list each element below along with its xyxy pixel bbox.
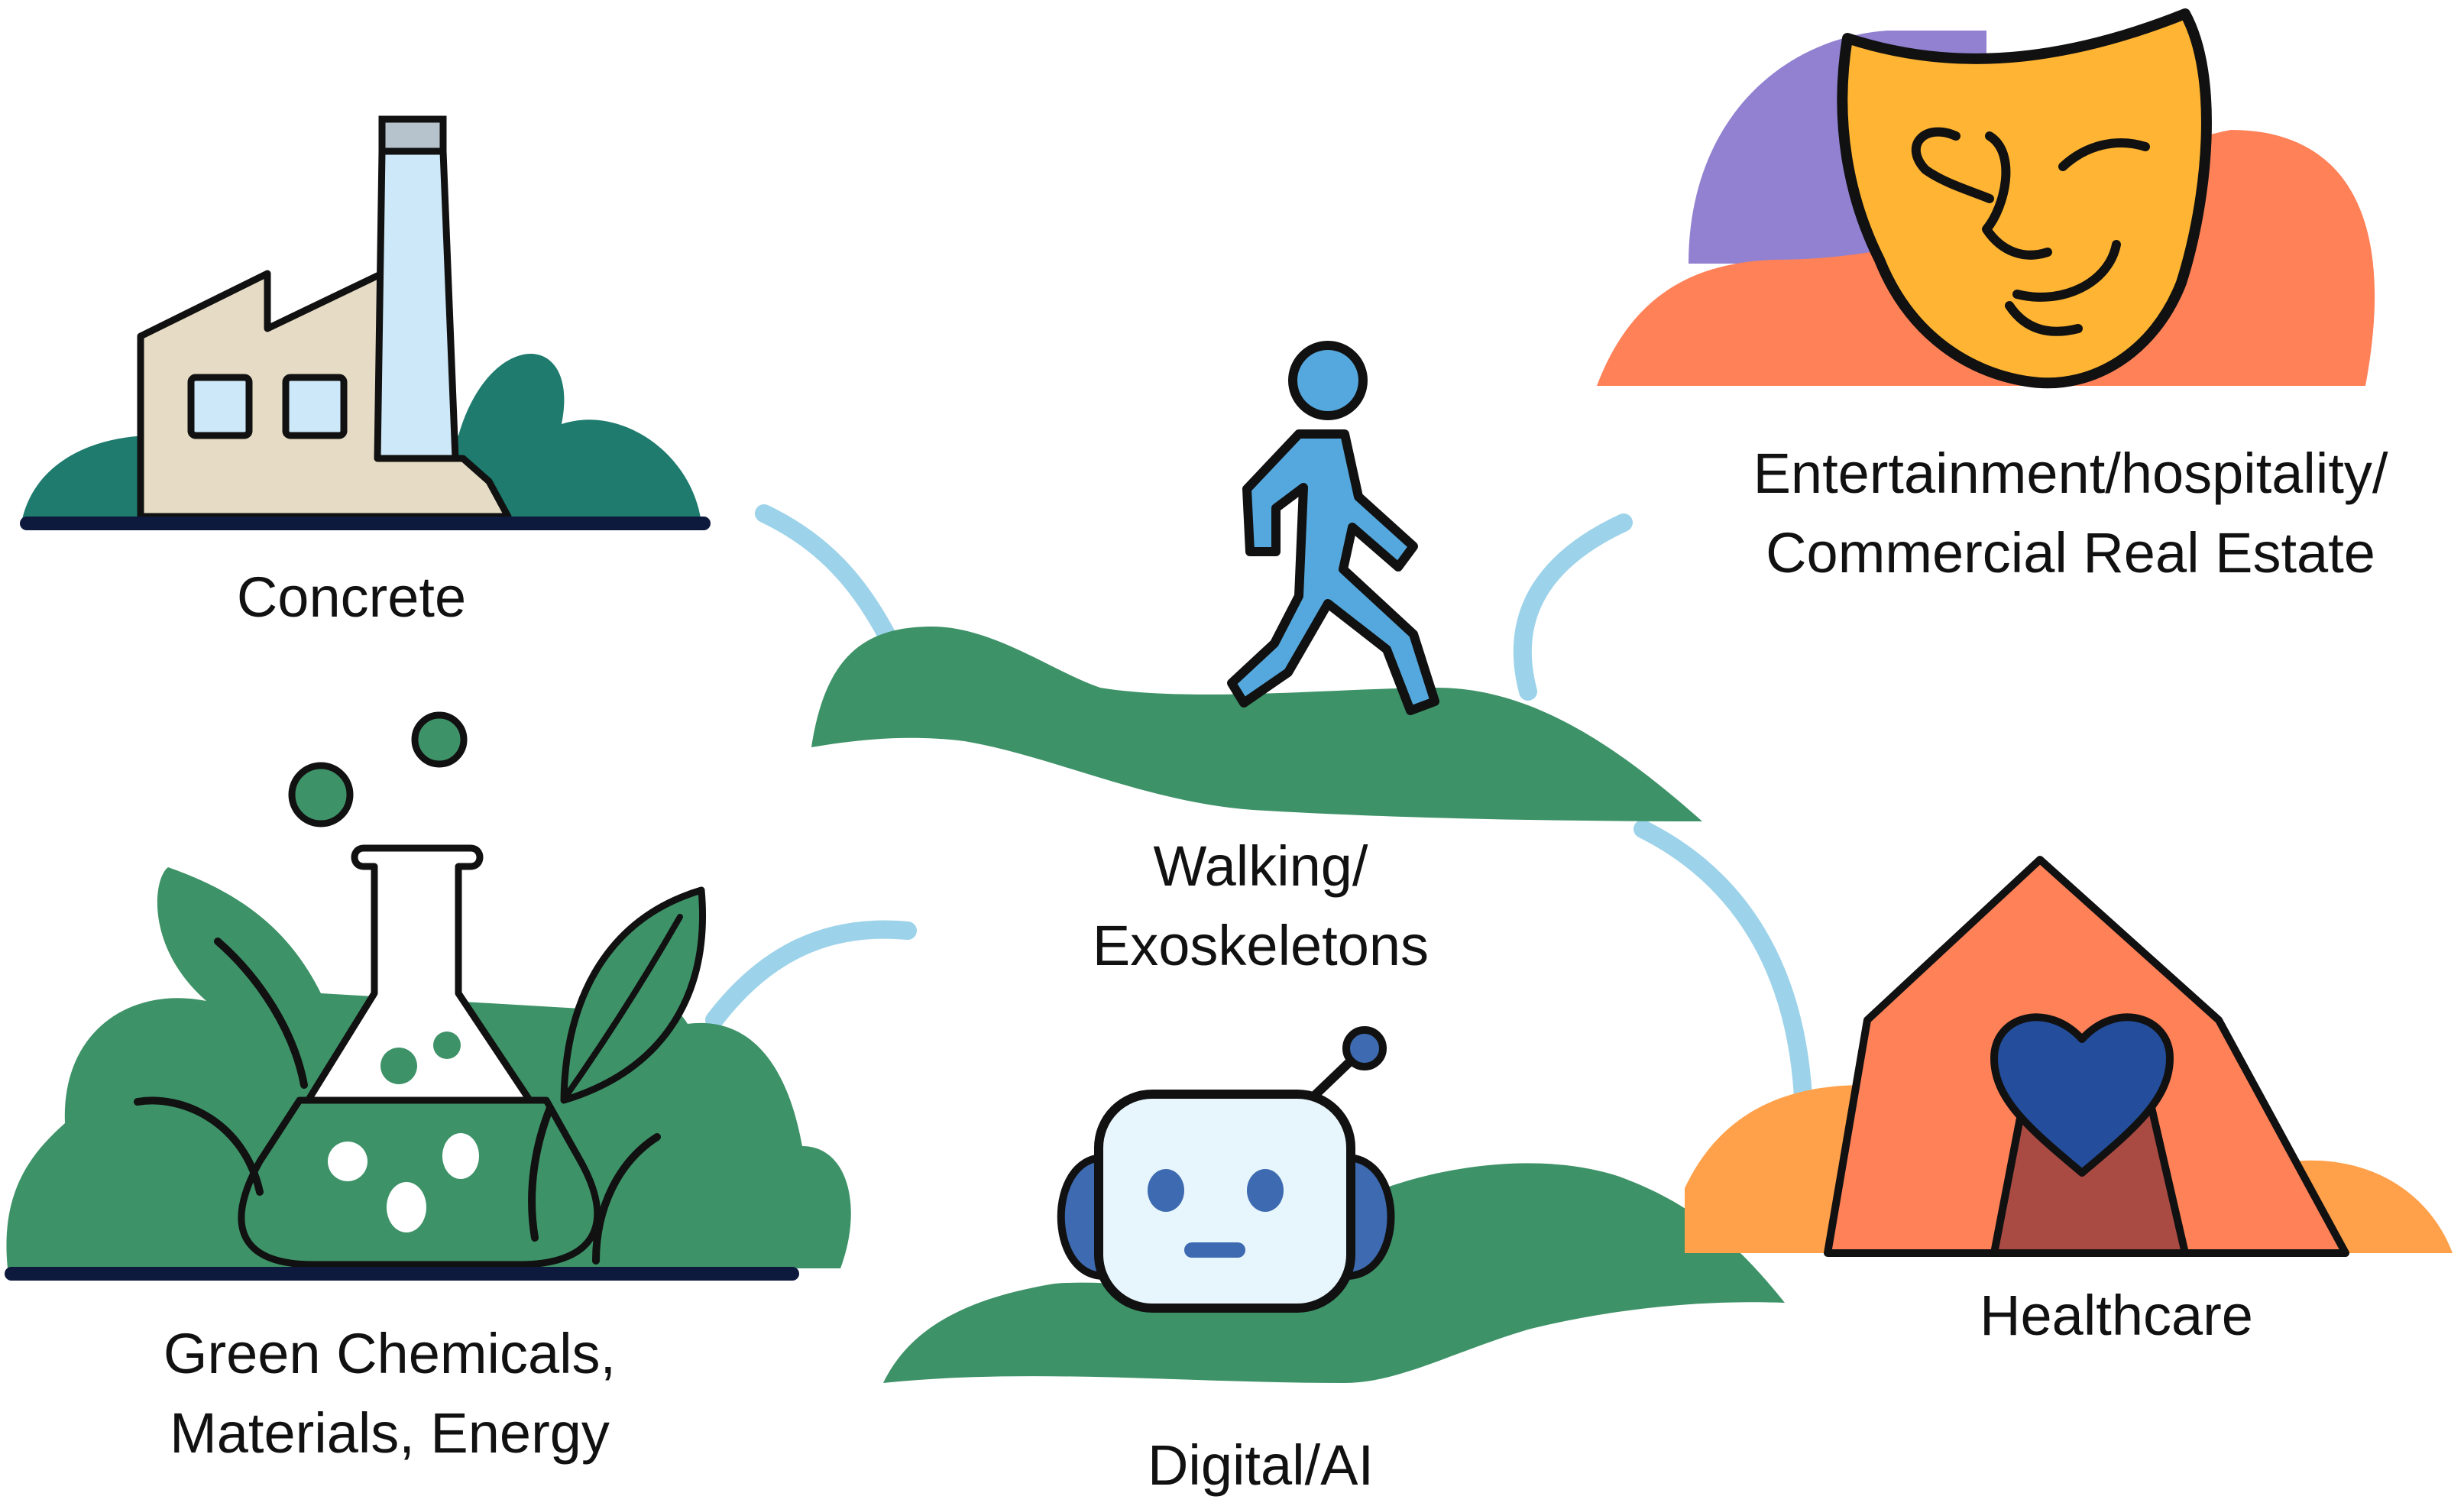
concrete-ground-line xyxy=(20,517,711,530)
label-healthcare-line-1: Healthcare xyxy=(1980,1284,2253,1347)
label-walking: Walking/ Exoskeletons xyxy=(1031,827,1490,986)
label-digital-line-1: Digital/AI xyxy=(1147,1433,1374,1497)
flask-dot-2 xyxy=(433,1032,461,1059)
label-green-chemicals-line-1: Green Chemicals, xyxy=(163,1322,617,1385)
walking-hill xyxy=(811,627,1702,821)
factory-chimney-cap xyxy=(378,115,447,155)
robot-icon xyxy=(883,1026,1785,1383)
connector-concrete-walking xyxy=(755,504,895,643)
mask-face xyxy=(1837,8,2212,389)
label-green-chemicals-line-2: Materials, Energy xyxy=(170,1401,610,1465)
label-entertainment: Entertainment/hospitality/ Commercial Re… xyxy=(1677,434,2464,593)
label-entertainment-line-1: Entertainment/hospitality/ xyxy=(1753,442,2388,505)
tent-heart-icon xyxy=(1685,856,2453,1257)
connector-chem-digital xyxy=(705,920,917,1029)
factory-window-right xyxy=(282,374,348,439)
health-orange-blob xyxy=(1685,1085,1864,1253)
label-entertainment-line-2: Commercial Real Estate xyxy=(1766,521,2375,585)
bubble-right xyxy=(411,711,468,768)
label-concrete: Concrete xyxy=(145,558,558,637)
walking-person-icon xyxy=(811,341,1702,821)
factory-chimney xyxy=(374,147,459,462)
label-walking-line-2: Exoskeletons xyxy=(1092,914,1430,977)
mask-features xyxy=(1911,127,2150,336)
connector-lines xyxy=(705,504,1812,1106)
robot-head xyxy=(1094,1090,1355,1313)
label-healthcare: Healthcare xyxy=(1902,1276,2330,1355)
heart xyxy=(1990,1013,2174,1177)
label-concrete-line-1: Concrete xyxy=(236,565,467,629)
flask-bubble-2 xyxy=(442,1133,479,1179)
flask-bubble-1 xyxy=(328,1142,367,1181)
factory-icon xyxy=(20,115,711,530)
flask-leaf-icon xyxy=(5,711,851,1281)
leaf-right-vein xyxy=(565,914,683,1096)
walker-head xyxy=(1288,341,1368,420)
chem-ground-line xyxy=(5,1267,799,1281)
robot-ear-left xyxy=(1057,1153,1108,1281)
label-digital: Digital/AI xyxy=(1054,1426,1467,1505)
label-walking-line-1: Walking/ xyxy=(1153,834,1368,898)
walker-body xyxy=(1227,429,1439,715)
connector-walking-healthcare xyxy=(1633,820,1812,1106)
label-green-chemicals: Green Chemicals, Materials, Energy xyxy=(46,1314,733,1473)
robot-eye-right xyxy=(1247,1169,1284,1212)
robot-antenna-tip xyxy=(1342,1026,1387,1070)
flask-bubble-3 xyxy=(387,1182,426,1232)
plant-stems xyxy=(134,938,661,1265)
flask-dot-1 xyxy=(380,1048,417,1084)
robot-ear-right xyxy=(1342,1153,1395,1281)
flask-liquid xyxy=(238,1096,601,1268)
robot-mouth xyxy=(1184,1242,1245,1258)
bubble-left xyxy=(288,762,354,827)
robot-eye-left xyxy=(1148,1169,1184,1212)
theater-mask-icon xyxy=(1597,8,2375,389)
connector-walking-entertainment xyxy=(1513,513,1633,701)
factory-window-left xyxy=(187,374,253,439)
